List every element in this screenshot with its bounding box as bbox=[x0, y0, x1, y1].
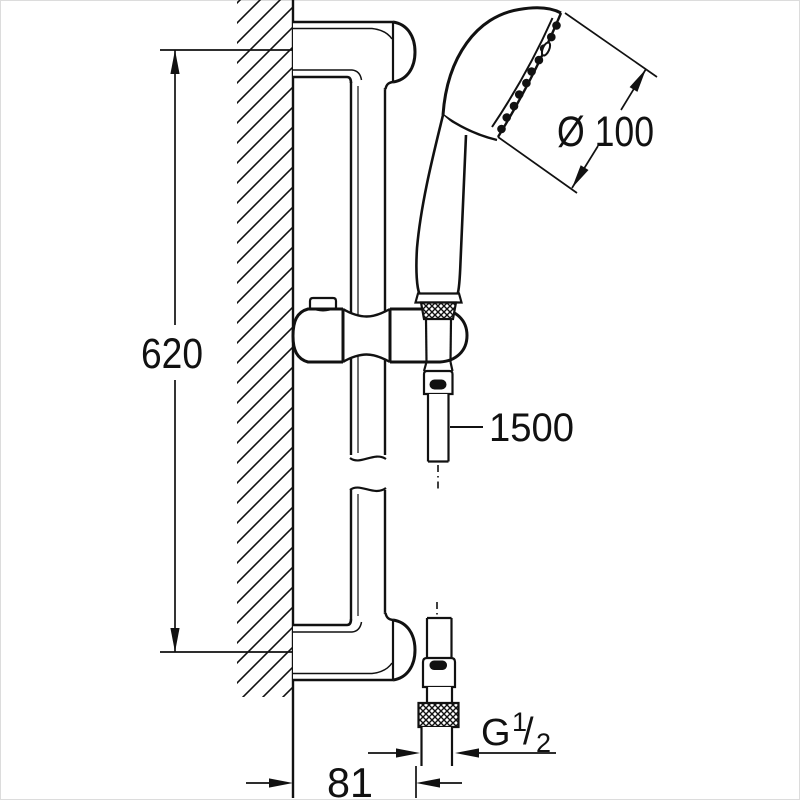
hose-thread-end bbox=[420, 727, 454, 766]
dim-wall-offset-label: 81 bbox=[327, 759, 373, 800]
hand-shower bbox=[414, 6, 563, 321]
arrowhead-left bbox=[455, 748, 479, 758]
dim-head-diameter-label: Ø 100 bbox=[557, 108, 654, 156]
shower-hose-upper bbox=[422, 361, 454, 491]
arrowhead-right bbox=[396, 748, 420, 758]
wall-hatch bbox=[237, 0, 295, 798]
hose-nut-knurled-lower bbox=[417, 701, 460, 729]
rail-break-line-upper bbox=[349, 455, 387, 462]
rail-break-line-lower bbox=[349, 486, 387, 493]
dim-rail-height-label: 620 bbox=[141, 330, 203, 378]
thread-label-g: G bbox=[481, 712, 511, 754]
bottom-wall-bracket bbox=[293, 612, 417, 682]
arrowhead-upper-right bbox=[629, 69, 646, 92]
shower-rail bbox=[349, 82, 387, 619]
arrowhead-lower-left bbox=[572, 165, 589, 188]
arrowhead-down bbox=[170, 628, 180, 652]
hand-shower-handle bbox=[415, 114, 468, 295]
shower-hose-lower bbox=[417, 602, 460, 766]
hand-shower-head bbox=[443, 7, 561, 137]
dim-hose-length: 1500 bbox=[450, 406, 574, 450]
spray-mode-slot bbox=[540, 41, 552, 57]
dim-rail-height: 620 bbox=[141, 50, 203, 652]
handle-flare bbox=[414, 292, 463, 304]
dim-head-diameter: Ø 100 bbox=[497, 12, 658, 194]
dim-620-extension-lines bbox=[160, 49, 293, 653]
dim-hose-length-label: 1500 bbox=[489, 406, 574, 450]
dim-thread-size: G 1 / 2 bbox=[368, 707, 556, 758]
dim-wall-offset: 81 bbox=[246, 759, 462, 800]
spray-nozzles bbox=[497, 21, 561, 134]
arrowhead-left bbox=[416, 778, 440, 788]
arrowhead-up bbox=[170, 50, 180, 74]
thread-label-denominator: 2 bbox=[536, 728, 551, 758]
thread-label-slash: / bbox=[523, 711, 534, 753]
top-wall-bracket bbox=[293, 20, 417, 90]
thread-label-numerator: 1 bbox=[512, 707, 527, 737]
arrowhead-right bbox=[269, 778, 293, 788]
hose-nut-knurled-upper bbox=[419, 301, 458, 321]
